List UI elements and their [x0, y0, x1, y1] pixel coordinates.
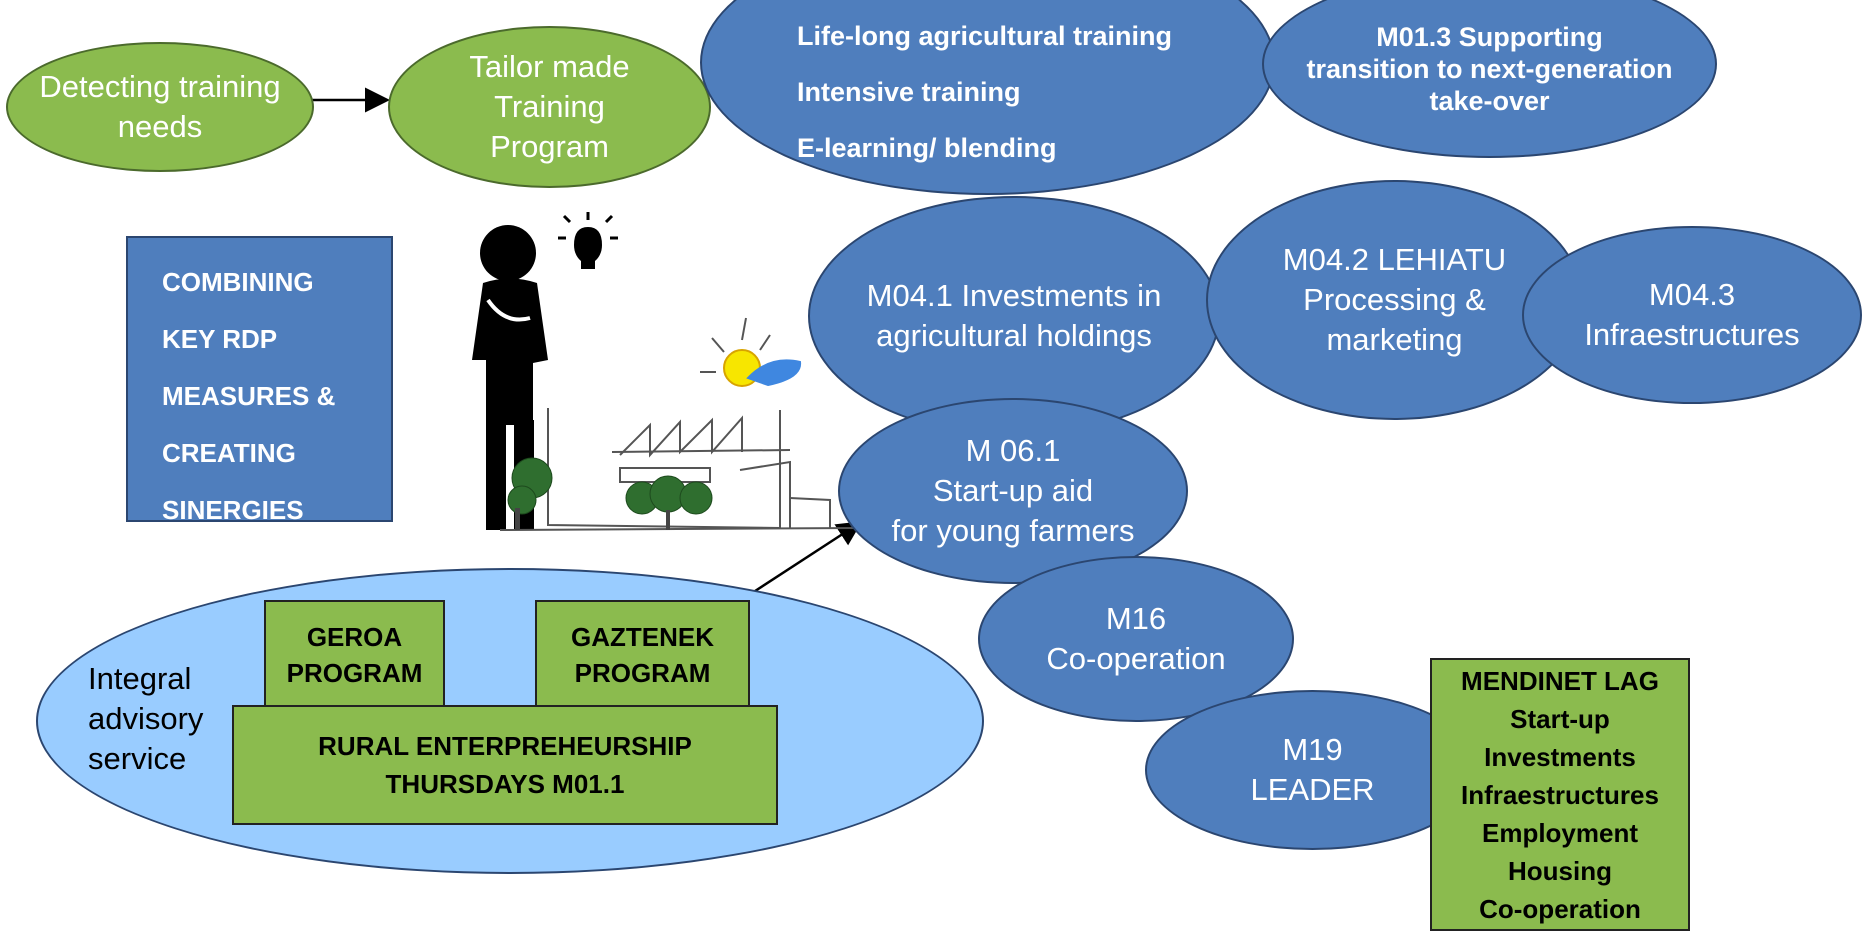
mendinet-line-5: Employment — [1481, 817, 1639, 848]
geroa-line-1: GEROA — [306, 622, 403, 652]
rural-entrepreneurship-box: RURAL ENTERPREHEURSHIP THURSDAYS M01.1 — [232, 705, 778, 825]
m04-1-line-2: agricultural holdings — [876, 318, 1152, 353]
m06-1-line-1: M 06.1 — [965, 433, 1061, 468]
gaztenek-line-2: PROGRAM — [574, 658, 711, 688]
mendinet-line-1: MENDINET LAG — [1461, 665, 1659, 696]
gaztenek-line-1: GAZTENEK — [571, 622, 714, 652]
m04-1-line-1: M04.1 Investments in — [866, 278, 1162, 313]
m04-2-ellipse: M04.2 LEHIATU Processing & marketing — [1206, 180, 1583, 420]
geroa-program-box: GEROA PROGRAM — [264, 600, 445, 710]
integral-line-2: advisory — [88, 701, 204, 736]
rural-line-2: THURSDAYS M01.1 — [385, 769, 625, 799]
combining-line-2: KEY RDP — [162, 324, 278, 354]
detecting-line-1: Detecting training — [39, 69, 281, 104]
m01-3-line-2: transition to next-generation — [1306, 54, 1673, 84]
tailor-line-2: Training — [494, 89, 605, 124]
m16-ellipse: M16 Co-operation — [978, 556, 1294, 722]
combining-line-5: SINERGIES — [162, 495, 304, 525]
tailor-line-3: Program — [490, 129, 609, 164]
m04-3-ellipse: M04.3 Infraestructures — [1522, 226, 1862, 404]
m04-2-line-3: marketing — [1326, 322, 1463, 357]
integral-line-1: Integral — [88, 661, 192, 696]
training-item-lifelong: Life-long agricultural training — [797, 21, 1173, 51]
tailor-made-program-ellipse: Tailor made Training Program — [388, 26, 711, 188]
gaztenek-program-box: GAZTENEK PROGRAM — [535, 600, 750, 710]
factory-sketch-icon — [499, 317, 861, 531]
detecting-training-needs-ellipse: Detecting training needs — [6, 42, 314, 172]
m01-3-line-1: M01.3 Supporting — [1376, 22, 1603, 52]
mendinet-line-2: Start-up — [1510, 703, 1610, 734]
arrow-gaztenek-to-startup — [751, 521, 863, 595]
combining-line-3: MEASURES & — [162, 381, 336, 411]
m01-3-line-3: take-over — [1429, 86, 1550, 116]
mendinet-line-3: Investments — [1484, 741, 1636, 772]
integral-line-3: service — [88, 741, 187, 776]
m19-line-2: LEADER — [1250, 772, 1375, 807]
m01-3-ellipse: M01.3 Supporting transition to next-gene… — [1262, 0, 1717, 158]
m16-line-2: Co-operation — [1046, 641, 1226, 676]
tailor-line-1: Tailor made — [469, 49, 630, 84]
m04-2-line-1: M04.2 LEHIATU — [1282, 242, 1507, 277]
m04-1-ellipse: M04.1 Investments in agricultural holdin… — [808, 196, 1220, 436]
combining-line-4: CREATING — [162, 438, 296, 468]
combining-measures-box: COMBINING KEY RDP MEASURES & CREATING SI… — [126, 236, 393, 525]
training-item-intensive: Intensive training — [797, 77, 1021, 107]
integral-advisory-label: Integral advisory service — [88, 659, 203, 779]
m19-ellipse: M19 LEADER — [1145, 690, 1480, 850]
m06-1-ellipse: M 06.1 Start-up aid for young farmers — [838, 398, 1188, 584]
training-item-elearning: E-learning/ blending — [797, 133, 1057, 163]
m04-3-line-1: M04.3 — [1648, 277, 1736, 312]
geroa-line-2: PROGRAM — [286, 658, 423, 688]
m19-line-1: M19 — [1282, 732, 1343, 767]
rural-line-1: RURAL ENTERPREHEURSHIP — [318, 731, 692, 761]
mendinet-line-4: Infraestructures — [1461, 779, 1659, 810]
trees-icon — [507, 457, 713, 530]
m04-2-line-2: Processing & — [1303, 282, 1486, 317]
m06-1-line-2: Start-up aid — [932, 473, 1094, 508]
mendinet-line-6: Housing — [1508, 855, 1612, 886]
m06-1-line-3: for young farmers — [891, 513, 1135, 548]
m16-line-1: M16 — [1105, 601, 1167, 636]
combining-line-1: COMBINING — [162, 267, 314, 297]
mendinet-line-7: Co-operation — [1479, 893, 1641, 924]
m04-3-line-2: Infraestructures — [1584, 317, 1800, 352]
mendinet-lag-box: MENDINET LAG Start-up Investments Infrae… — [1430, 658, 1690, 931]
detecting-line-2: needs — [117, 109, 203, 144]
